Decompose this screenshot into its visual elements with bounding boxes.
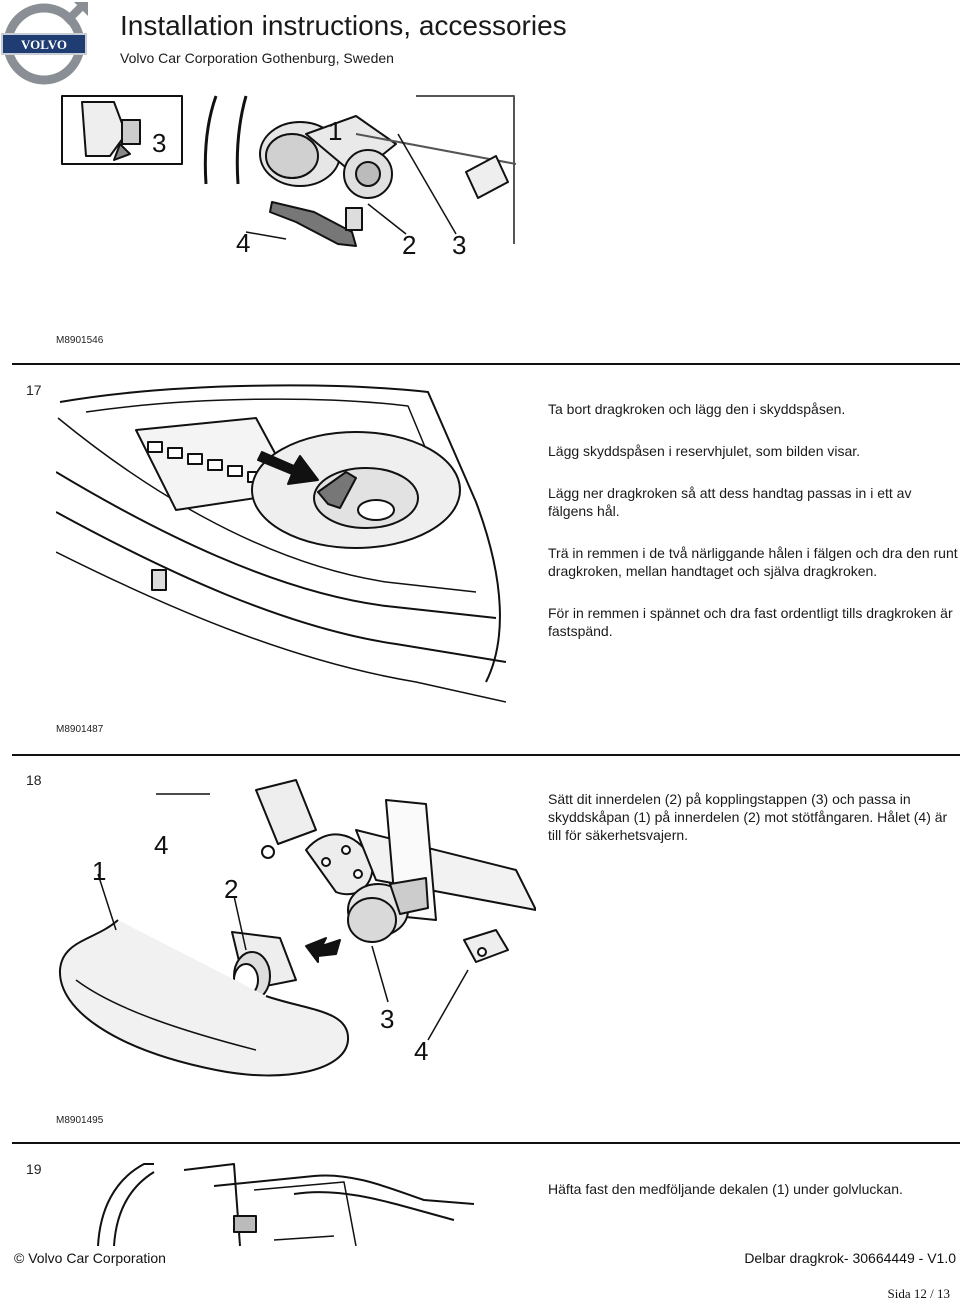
step-divider bbox=[12, 754, 960, 756]
instruction-text: Lägg ner dragkroken så att dess handtag … bbox=[548, 485, 912, 519]
footer-document-id: Delbar dragkrok- 30664449 - V1.0 bbox=[744, 1250, 956, 1266]
svg-text:3: 3 bbox=[380, 1004, 394, 1034]
step-divider bbox=[12, 363, 960, 365]
svg-text:2: 2 bbox=[402, 230, 416, 260]
page-number: Sida 12 / 13 bbox=[887, 1286, 950, 1301]
step-17-instructions: Ta bort dragkroken och lägg den i skydds… bbox=[548, 400, 958, 640]
step-divider bbox=[12, 1142, 960, 1144]
instruction-text: För in remmen i spännet och dra fast ord… bbox=[548, 605, 953, 639]
figure-floor-hatch-decal bbox=[94, 1160, 474, 1246]
step-number: 19 bbox=[26, 1161, 42, 1177]
document-title: Installation instructions, accessories bbox=[120, 10, 567, 41]
footer-copyright: © Volvo Car Corporation bbox=[14, 1250, 166, 1266]
step-19-instructions: Häfta fast den medföljande dekalen (1) u… bbox=[548, 1181, 903, 1197]
figure-code: M8901495 bbox=[56, 1115, 104, 1126]
figure-code: M8901487 bbox=[56, 724, 104, 735]
svg-text:4: 4 bbox=[414, 1036, 428, 1066]
figure-tow-hook-assembly: 3 1 4 2 3 bbox=[56, 94, 516, 264]
step-number: 17 bbox=[26, 382, 42, 398]
figure-spare-wheel-storage bbox=[56, 382, 506, 712]
svg-text:1: 1 bbox=[328, 116, 342, 146]
volvo-logo: VOLVO bbox=[0, 0, 88, 88]
svg-text:VOLVO: VOLVO bbox=[21, 37, 67, 52]
figure-code: M8901546 bbox=[56, 335, 104, 346]
svg-text:2: 2 bbox=[224, 874, 238, 904]
document-subtitle: Volvo Car Corporation Gothenburg, Sweden bbox=[120, 50, 394, 66]
svg-text:4: 4 bbox=[154, 830, 168, 860]
figure-protective-cover-assembly: 4 1 2 3 4 bbox=[56, 770, 536, 1100]
svg-text:4: 4 bbox=[236, 228, 250, 258]
instruction-text: Ta bort dragkroken och lägg den i skydds… bbox=[548, 401, 846, 417]
svg-text:1: 1 bbox=[92, 856, 106, 886]
instruction-text: Trä in remmen i de två närliggande hålen… bbox=[548, 545, 958, 579]
svg-text:3: 3 bbox=[152, 128, 166, 158]
step-18-instructions: Sätt dit innerdelen (2) på kopplingstapp… bbox=[548, 791, 948, 843]
step-number: 18 bbox=[26, 772, 42, 788]
instruction-text: Lägg skyddspåsen i reservhjulet, som bil… bbox=[548, 443, 861, 459]
svg-text:3: 3 bbox=[452, 230, 466, 260]
